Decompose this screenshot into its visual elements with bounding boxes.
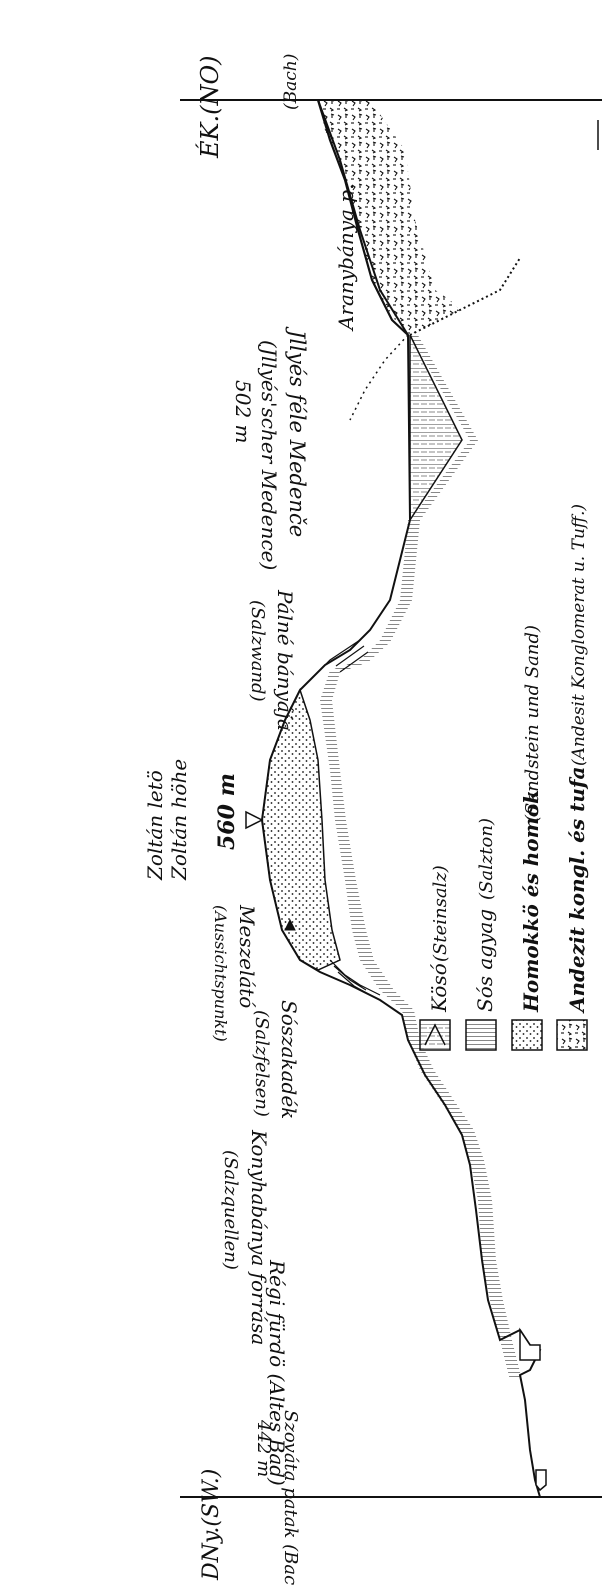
legend-sand-de: (Sandstein und Sand)	[522, 625, 543, 822]
legend-swatch-clay	[466, 1020, 496, 1050]
legend-clay-hu: Sós agyag	[473, 909, 497, 1012]
legend-salt-hu: Kösó	[427, 963, 451, 1013]
legend-swatch-andesite	[557, 1020, 587, 1050]
bath-building-icon	[520, 1330, 540, 1360]
legend-swatch-sand	[512, 1020, 542, 1050]
aranybanya-german-label: (Bach)	[281, 54, 301, 110]
szovata-elevation-label: 442 m	[253, 1419, 274, 1477]
szovata-patak-label: Szováta patak (Bach)	[280, 1410, 301, 1586]
zoltan-leto-label: Zoltán letö	[143, 770, 167, 881]
medence-elevation-label: 502 m	[231, 380, 255, 444]
direction-ne-label: ÉK.(NO)	[195, 56, 224, 159]
legend: Kösó (Steinsalz) Sós agyag (Salzton) Hom…	[420, 504, 589, 1050]
medence-dotted-curve	[350, 335, 408, 420]
medence-german-label: (Jllyés'scher Medence)	[257, 340, 281, 570]
soszakadek-german-label: (Salzfelsen)	[251, 1010, 272, 1117]
meszelato-label: Meszelátó	[235, 904, 259, 1008]
aranybanya-label: Aranybánya p.	[334, 184, 358, 332]
legend-andesite-de: (Andesit Konglomerat u. Tuff.)	[569, 504, 589, 766]
konyhabanya-german-label: (Salzquellen)	[220, 1150, 241, 1270]
meszelato-german-label: (Aussichtspunkt)	[211, 905, 230, 1042]
legend-salt-de: (Steinsalz)	[430, 865, 451, 962]
zoltan-hohe-label: Zoltán höhe	[167, 759, 191, 881]
direction-sw-label: DNy.(SW.)	[199, 1469, 224, 1581]
palne-banyaja-german-label: (Salzwand)	[247, 600, 268, 702]
soszakadek-main-label: Sószakadék	[277, 1000, 301, 1119]
zoltan-elevation-label: 560 m	[214, 773, 240, 850]
medence-label: Jllyés féle Medenče	[285, 326, 309, 537]
summit-marker-icon	[246, 812, 262, 828]
palne-banyaja-label: Pálné bányája	[273, 589, 297, 731]
legend-clay-de: (Salzton)	[476, 818, 497, 900]
creek-notch-icon	[536, 1470, 546, 1490]
legend-andesite-hu: Andezit kongl. és tufa	[565, 767, 589, 1014]
legend-sand-hu: Homokkö és homok	[519, 790, 543, 1013]
